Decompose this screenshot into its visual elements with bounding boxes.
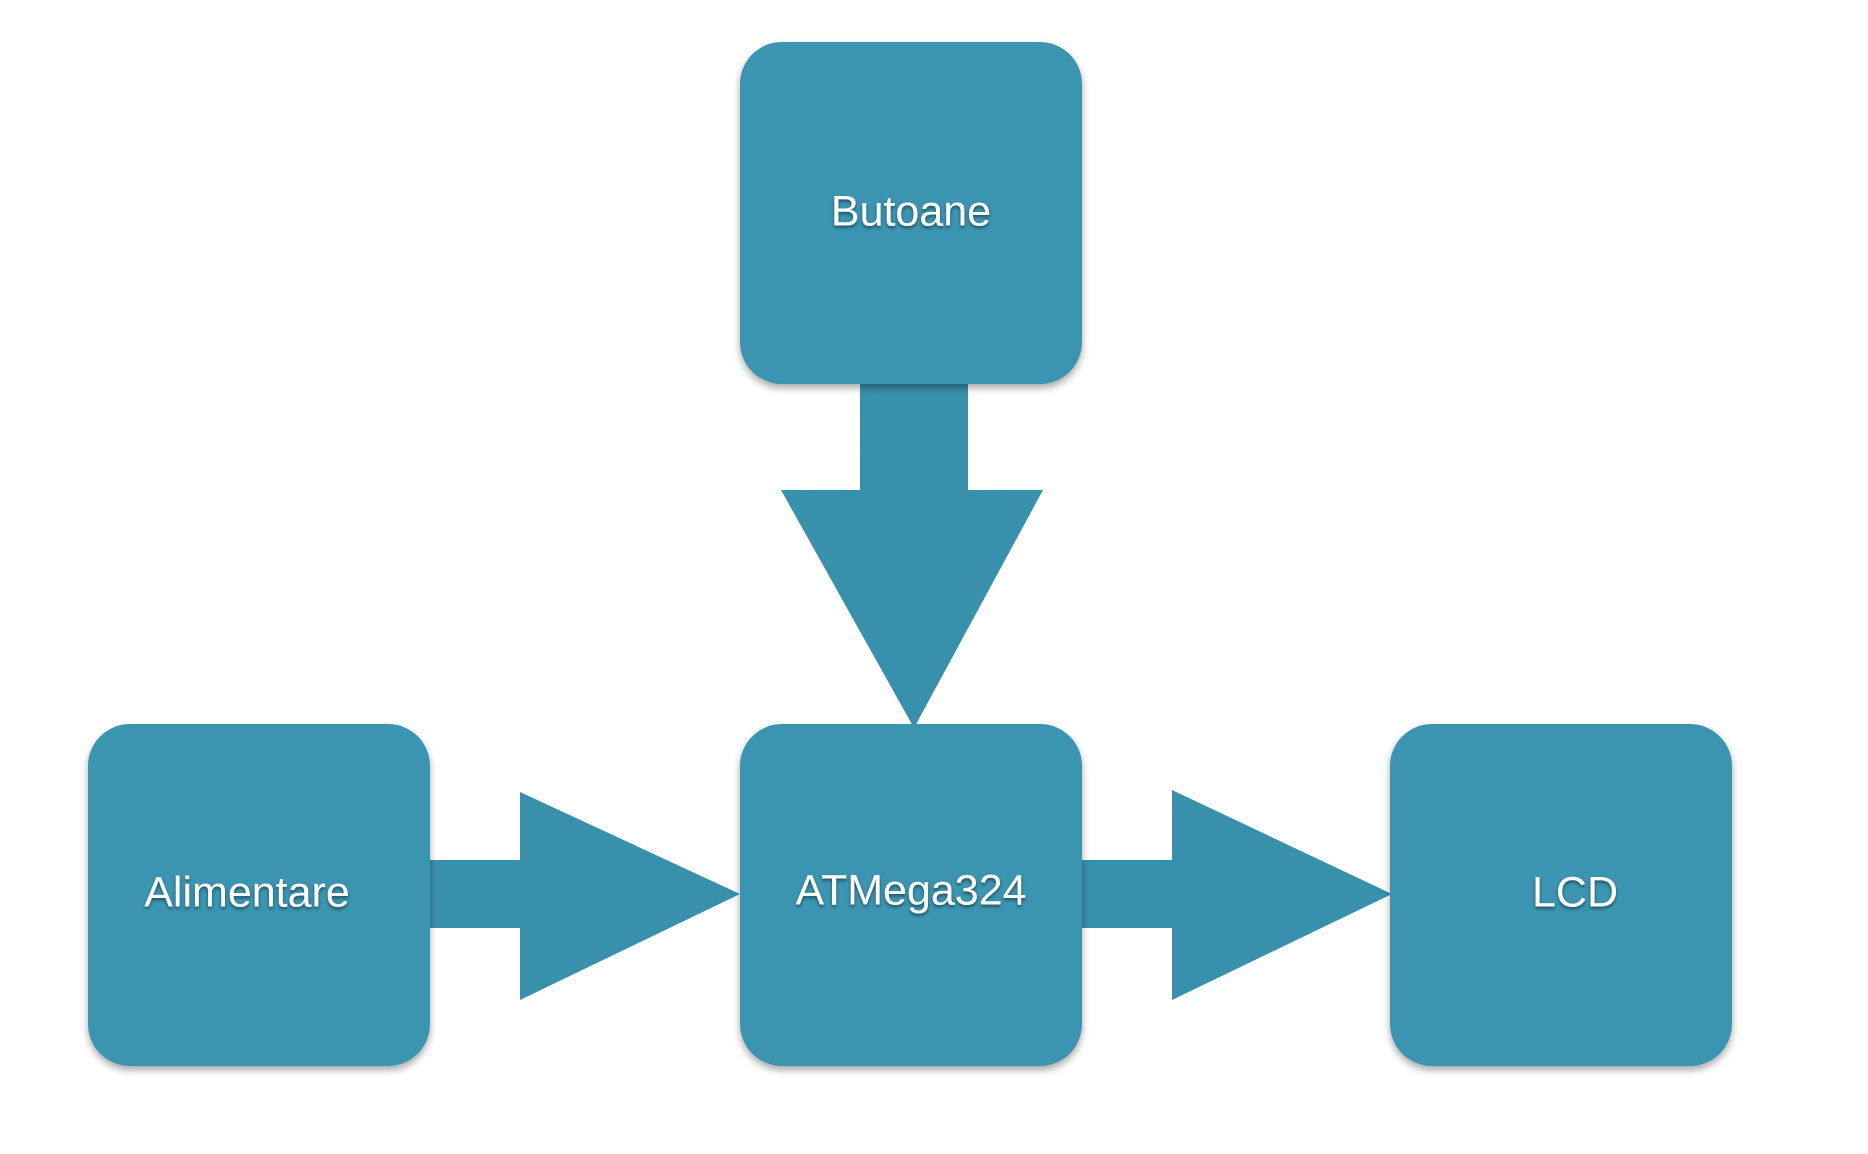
block-alimentare: Alimentare: [88, 724, 430, 1066]
block-atmega324-box: [740, 724, 1082, 1066]
block-alimentare-box: [88, 724, 430, 1066]
block-lcd-label: LCD: [1532, 868, 1618, 916]
arrow-right-shape: [1082, 790, 1392, 1000]
arrow-butoane-to-atmega: [781, 380, 1043, 728]
block-lcd-box: [1390, 724, 1732, 1066]
block-butoane: Butoane: [740, 42, 1082, 384]
arrow-down-shape: [781, 380, 1043, 728]
block-atmega324: ATMega324: [740, 724, 1082, 1066]
arrow-right-shape: [430, 792, 740, 1000]
block-alimentare-label: Alimentare: [144, 868, 350, 916]
arrow-alimentare-to-atmega: [430, 792, 740, 1000]
block-lcd: LCD: [1390, 724, 1732, 1066]
block-butoane-label: Butoane: [831, 187, 991, 235]
arrow-atmega-to-lcd: [1082, 790, 1392, 1000]
block-butoane-box: [740, 42, 1082, 384]
block-atmega324-label: ATMega324: [795, 866, 1026, 914]
